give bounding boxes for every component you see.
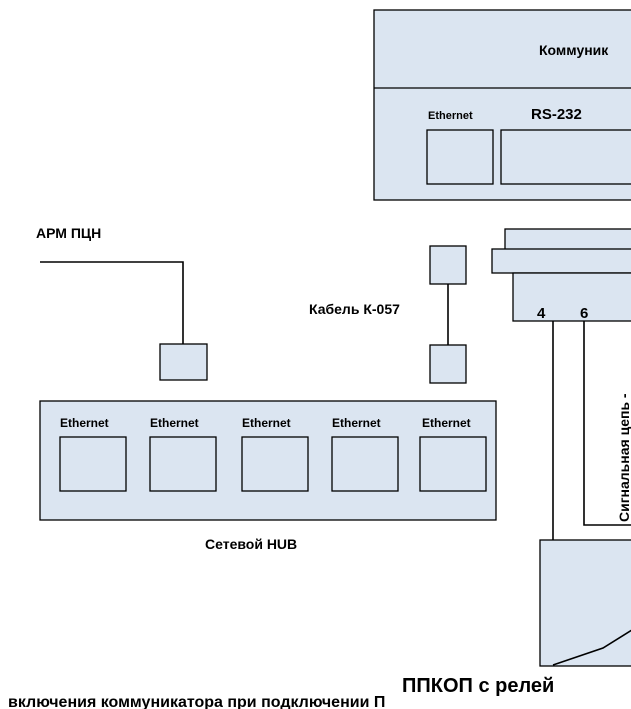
db-connector-flange bbox=[491, 248, 631, 274]
hub-port-label-4: Ethernet bbox=[332, 416, 381, 430]
db-connector-body bbox=[512, 272, 631, 322]
communicator-rs232-label: RS-232 bbox=[531, 106, 582, 123]
communicator-device: Коммуник Ethernet RS-232 bbox=[373, 9, 631, 201]
hub-port-3 bbox=[241, 436, 309, 492]
hub-port-label-5: Ethernet bbox=[422, 416, 471, 430]
pin-label-6: 6 bbox=[580, 305, 588, 322]
hub-port-label-1: Ethernet bbox=[60, 416, 109, 430]
cable-label: Кабель К-057 bbox=[309, 301, 400, 317]
communicator-ethernet-label: Ethernet bbox=[428, 110, 473, 122]
arm-plug bbox=[159, 343, 208, 381]
communicator-ethernet-port bbox=[426, 129, 494, 185]
ppkop-body bbox=[539, 539, 631, 667]
cable-plug-top bbox=[429, 245, 467, 285]
hub-label: Сетевой HUB bbox=[205, 536, 297, 552]
ppkop-wire-end bbox=[552, 629, 631, 666]
hub-port-label-3: Ethernet bbox=[242, 416, 291, 430]
communicator-rs232-port bbox=[500, 129, 631, 185]
cable-plug-bottom bbox=[429, 344, 467, 384]
signal-chain-label: Сигнальная цепь - bbox=[616, 393, 631, 522]
signal-wire-6 bbox=[583, 321, 631, 526]
db-connector-top bbox=[504, 228, 631, 252]
ppkop-label: ППКОП с релей bbox=[402, 675, 554, 697]
pin-label-4: 4 bbox=[537, 305, 546, 322]
network-hub: Ethernet Ethernet Ethernet Ethernet Ethe… bbox=[39, 400, 497, 521]
hub-port-label-2: Ethernet bbox=[150, 416, 199, 430]
hub-port-2 bbox=[149, 436, 217, 492]
arm-label: АРМ ПЦН bbox=[36, 225, 101, 241]
hub-port-5 bbox=[419, 436, 487, 492]
diagram-caption: включения коммуникатора при подключении … bbox=[8, 694, 385, 709]
hub-port-4 bbox=[331, 436, 399, 492]
ppkop-device bbox=[539, 539, 631, 667]
db-connector: 4 6 bbox=[491, 228, 631, 322]
communicator-title: Коммуник bbox=[539, 42, 609, 58]
hub-port-1 bbox=[59, 436, 127, 492]
arm-wire bbox=[40, 261, 184, 344]
